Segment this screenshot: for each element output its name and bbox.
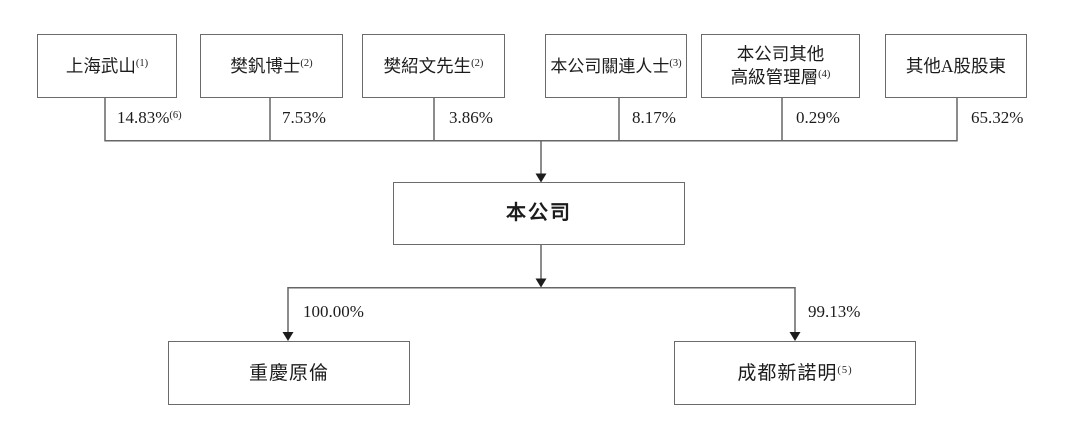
pct-connected-persons: 8.17% bbox=[632, 108, 676, 127]
arrowhead-down-icon bbox=[789, 332, 801, 341]
node-label: 本公司其他高級管理層(4) bbox=[730, 44, 831, 87]
node-label: 本公司 bbox=[506, 202, 572, 224]
pct-other-senior-management: 0.29% bbox=[796, 108, 840, 127]
node-chengdu-xinnuoming: 成都新諾明(5) bbox=[674, 341, 916, 405]
node-dr-fan-fan: 樊釩博士(2) bbox=[200, 34, 343, 98]
pct-chengdu-xinnuoming: 99.13% bbox=[808, 302, 861, 321]
arrowhead-down-icon bbox=[535, 278, 547, 288]
node-label: 上海武山(1) bbox=[65, 55, 149, 76]
footnote-marker: (6) bbox=[169, 110, 182, 121]
node-label: 其他A股股東 bbox=[905, 55, 1007, 76]
footnote-marker: (1) bbox=[135, 57, 149, 69]
node-mr-fan-shaowen: 樊紹文先生(2) bbox=[362, 34, 505, 98]
arrowhead-down-icon bbox=[535, 173, 547, 183]
footnote-marker: (2) bbox=[300, 57, 313, 69]
node-label: 重慶原倫 bbox=[248, 362, 329, 384]
node-other-a-shareholders: 其他A股股東 bbox=[885, 34, 1027, 98]
connector-line-paths bbox=[104, 98, 958, 334]
node-label: 樊紹文先生(2) bbox=[383, 55, 484, 76]
node-other-senior-management: 本公司其他高級管理層(4) bbox=[701, 34, 860, 98]
footnote-marker: (3) bbox=[669, 57, 682, 69]
footnote-marker: (4) bbox=[818, 69, 831, 80]
pct-mr-fan-shaowen: 3.86% bbox=[449, 108, 493, 127]
pct-dr-fan-fan: 7.53% bbox=[282, 108, 326, 127]
node-the-company: 本公司 bbox=[393, 182, 685, 245]
pct-shanghai-wushan: 14.83%(6) bbox=[117, 108, 182, 127]
node-label: 樊釩博士(2) bbox=[230, 55, 313, 76]
footnote-marker: (2) bbox=[471, 57, 484, 69]
pct-other-a-shareholders: 65.32% bbox=[971, 108, 1024, 127]
node-label: 成都新諾明(5) bbox=[737, 362, 853, 384]
pct-chongqing-yuanlun: 100.00% bbox=[303, 302, 364, 321]
node-shanghai-wushan: 上海武山(1) bbox=[37, 34, 177, 98]
node-chongqing-yuanlun: 重慶原倫 bbox=[168, 341, 410, 405]
footnote-marker: (5) bbox=[837, 364, 853, 376]
node-connected-persons: 本公司關連人士(3) bbox=[545, 34, 687, 98]
node-label: 本公司關連人士(3) bbox=[550, 56, 682, 76]
arrowhead-down-icon bbox=[282, 332, 294, 341]
